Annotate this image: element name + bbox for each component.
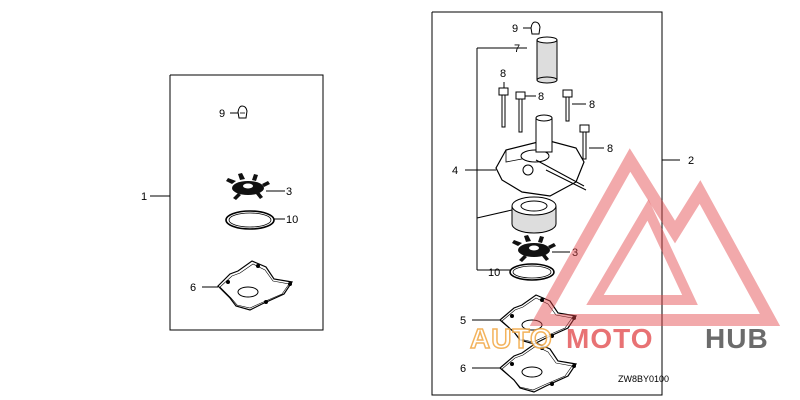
right-label-water-tube-seal: 7 xyxy=(514,43,520,55)
right-label-plate: 5 xyxy=(460,315,466,327)
right-plate xyxy=(472,294,578,345)
left-grease-seal xyxy=(230,105,248,119)
right-label-gasket: 6 xyxy=(460,363,466,375)
right-bolt-4 xyxy=(579,124,604,160)
right-bolt-3 xyxy=(562,89,586,122)
right-label-impeller: 3 xyxy=(572,247,578,259)
left-label-impeller: 3 xyxy=(286,186,292,198)
watermark-text-hub: HUB xyxy=(705,323,769,354)
right-grease-seal xyxy=(523,21,541,35)
left-label-o-ring: 10 xyxy=(286,214,298,226)
right-water-tube-seal xyxy=(536,36,558,84)
diagram-code: ZW8BY0100 xyxy=(618,374,669,384)
watermark: AUTO MOTO HUB xyxy=(469,148,781,355)
right-bolt-1 xyxy=(498,82,509,128)
watermark-text-moto: MOTO xyxy=(566,323,653,354)
right-label-grease-seal: 9 xyxy=(512,23,518,35)
left-label-gasket: 6 xyxy=(190,282,196,294)
right-label-bolt-2: 8 xyxy=(538,91,544,103)
right-kit-frame xyxy=(431,11,663,396)
right-label-bolt-4: 8 xyxy=(607,143,613,155)
right-gasket xyxy=(472,342,578,393)
left-o-ring xyxy=(225,210,285,230)
right-o-ring xyxy=(509,263,555,281)
watermark-text-auto: AUTO xyxy=(470,323,553,354)
right-kit: 2 9 7 8 8 xyxy=(431,11,694,396)
right-label-pump-housing: 4 xyxy=(452,165,458,177)
left-gasket xyxy=(202,260,294,311)
left-label-grease-seal: 9 xyxy=(219,108,225,120)
left-kit: 1 9 3 10 xyxy=(141,74,324,331)
right-bolt-2 xyxy=(515,91,536,133)
right-label-o-ring: 10 xyxy=(488,267,500,279)
right-label-bolt-1: 8 xyxy=(500,68,506,80)
left-kit-frame xyxy=(169,74,324,331)
right-label-bolt-3: 8 xyxy=(589,99,595,111)
right-impeller-housing-ring xyxy=(511,196,557,234)
left-impeller xyxy=(226,173,285,200)
right-group-label: 2 xyxy=(688,155,694,167)
left-group-label: 1 xyxy=(141,191,147,203)
right-impeller xyxy=(512,235,570,262)
watermark-logo xyxy=(529,148,781,326)
right-pump-housing xyxy=(465,114,587,197)
